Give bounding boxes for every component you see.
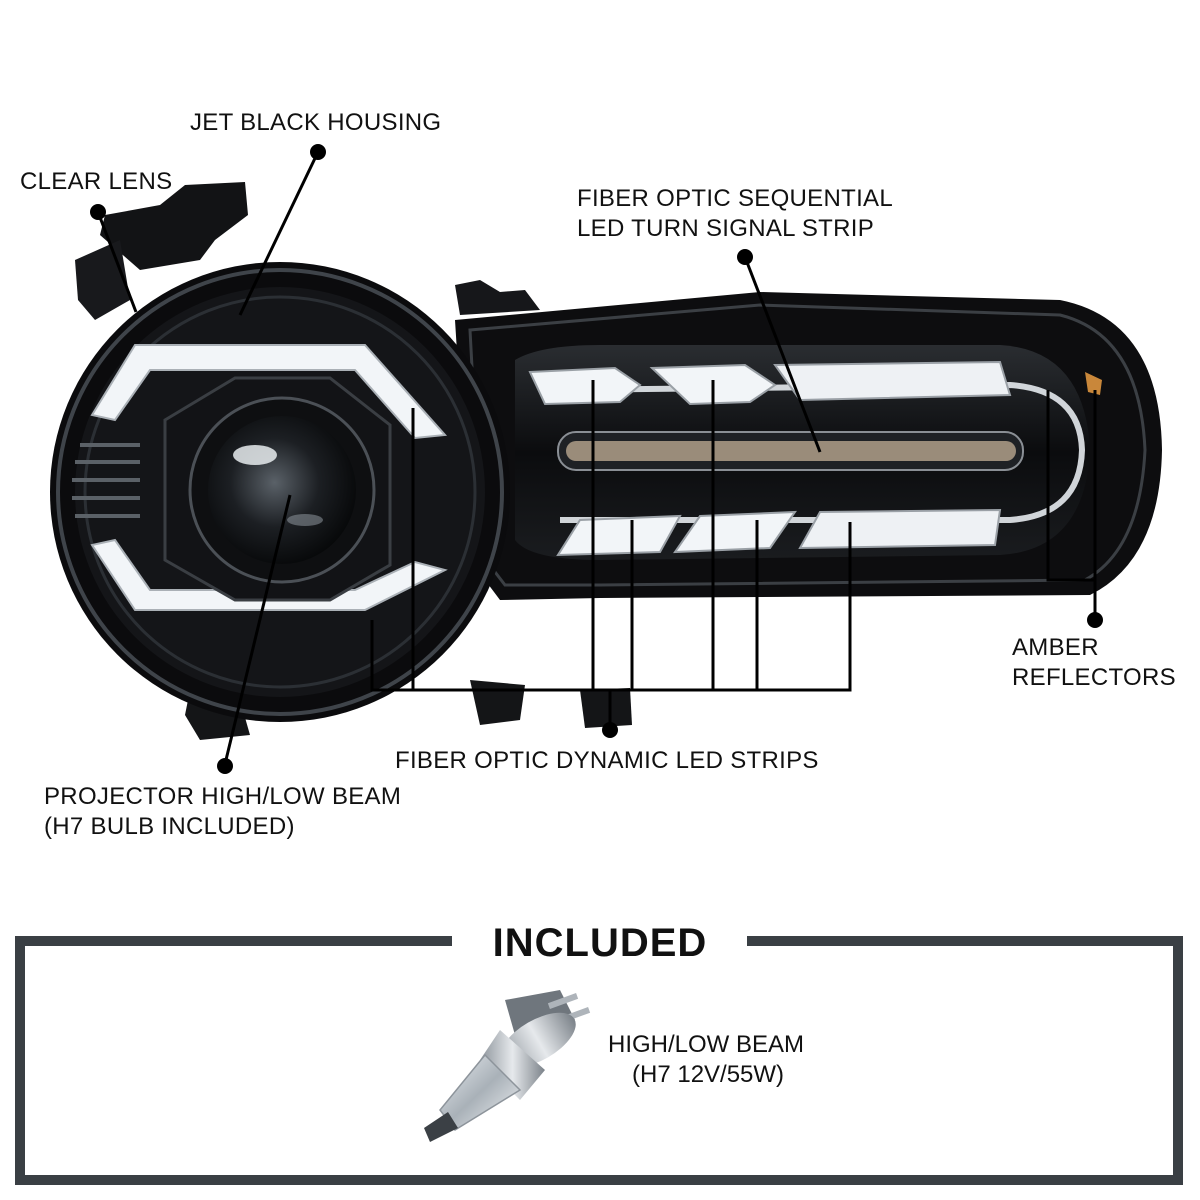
- turn-signal-housing: [455, 292, 1162, 600]
- label-jet-black-housing: JET BLACK HOUSING: [190, 109, 442, 136]
- callout-dots: [90, 144, 1103, 774]
- included-frame: [15, 936, 1183, 1185]
- included-title: INCLUDED: [492, 921, 708, 965]
- callout-lines: [96, 151, 1097, 765]
- label-projector-beam: PROJECTOR HIGH/LOW BEAM (H7 BULB INCLUDE…: [44, 782, 401, 842]
- housing-vents: [72, 443, 140, 518]
- h7-bulb-icon: [424, 990, 591, 1142]
- bulb-label-line2: (H7 12V/55W): [632, 1061, 785, 1088]
- label-amber-reflectors-line1: AMBER: [1012, 634, 1099, 661]
- label-amber-reflectors: AMBER REFLECTORS: [1012, 633, 1176, 693]
- bulb-label: HIGH/LOW BEAM (H7 12V/55W): [608, 1030, 804, 1090]
- bulb-label-line1: HIGH/LOW BEAM: [608, 1031, 805, 1058]
- label-fiber-optic-sequential-line1: FIBER OPTIC SEQUENTIAL: [577, 185, 893, 212]
- label-fiber-optic-dynamic: FIBER OPTIC DYNAMIC LED STRIPS: [395, 747, 819, 774]
- label-projector-beam-line1: PROJECTOR HIGH/LOW BEAM: [44, 783, 402, 810]
- label-amber-reflectors-line2: REFLECTORS: [1012, 664, 1176, 691]
- label-projector-beam-line2: (H7 BULB INCLUDED): [44, 813, 295, 840]
- label-fiber-optic-sequential-line2: LED TURN SIGNAL STRIP: [577, 215, 875, 242]
- round-headlight: [50, 262, 510, 722]
- label-fiber-optic-sequential: FIBER OPTIC SEQUENTIAL LED TURN SIGNAL S…: [577, 184, 893, 244]
- label-clear-lens: CLEAR LENS: [20, 168, 173, 195]
